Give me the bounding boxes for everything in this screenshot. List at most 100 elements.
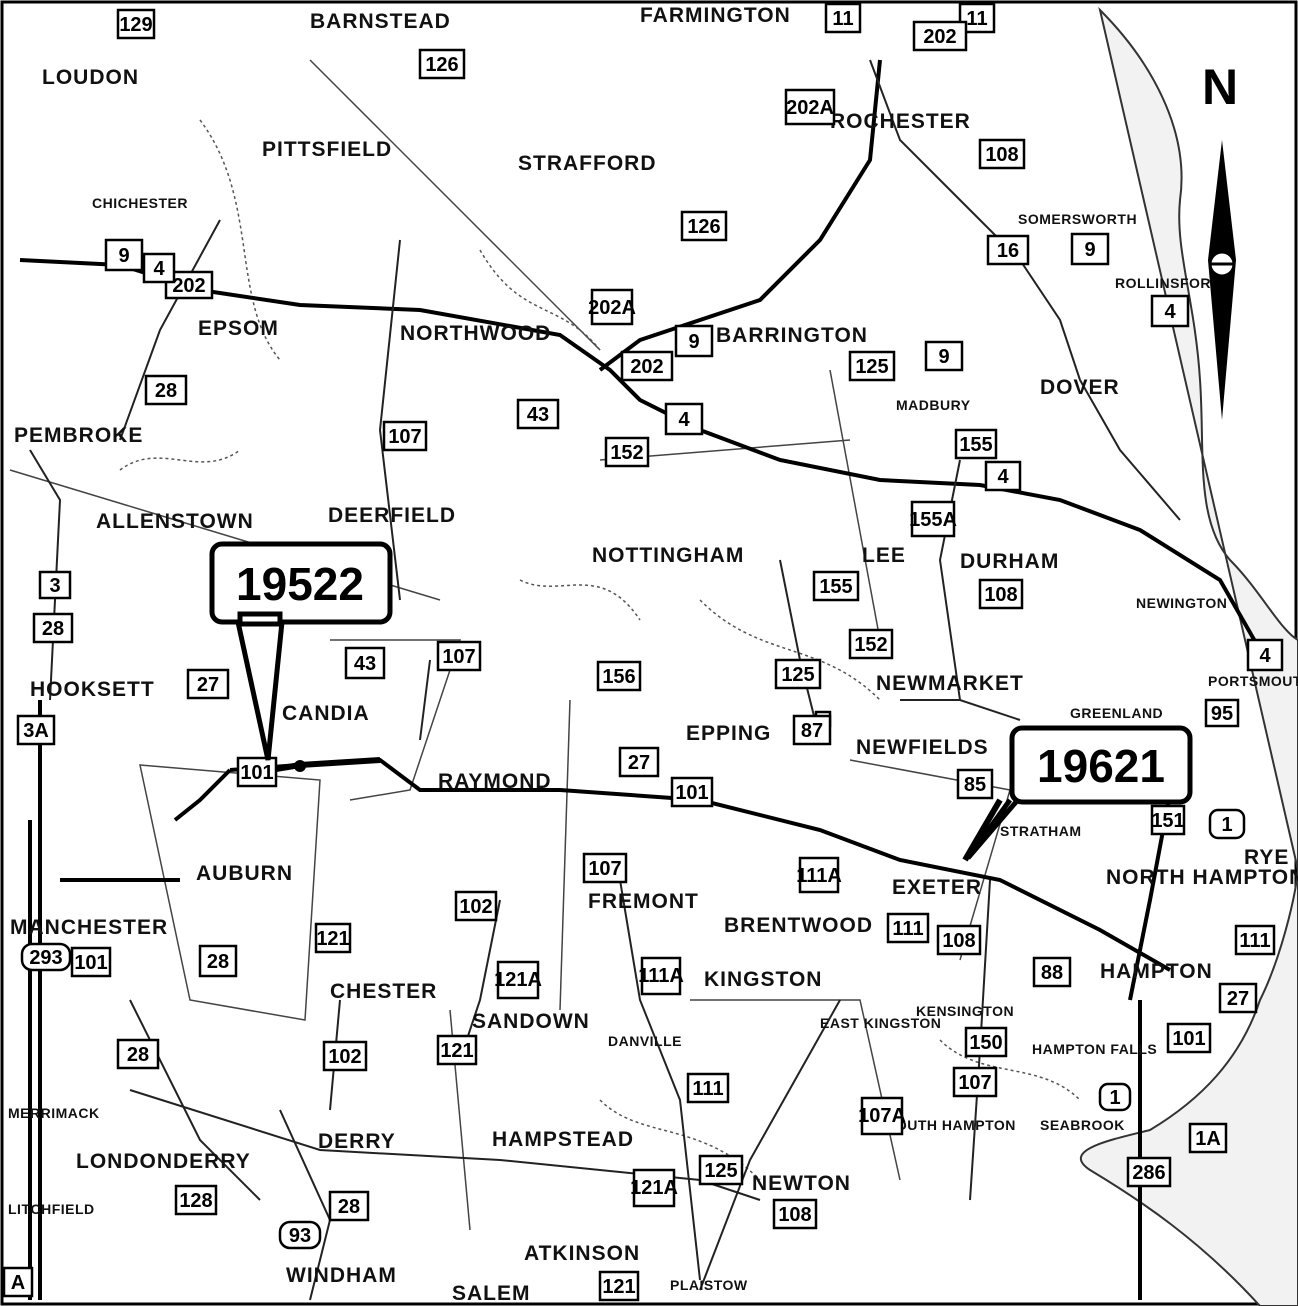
town-label: BRENTWOOD — [724, 914, 873, 937]
route-shield: 111 — [1234, 924, 1276, 956]
svg-text:111: 111 — [1239, 930, 1270, 952]
route-shield: 16 — [986, 234, 1030, 266]
svg-text:202A: 202A — [786, 97, 834, 119]
route-shield: 28 — [144, 374, 188, 406]
town-label: KENSINGTON — [916, 1003, 1014, 1019]
route-shield: 111 — [686, 1072, 730, 1104]
route-shield: 101 — [236, 756, 278, 788]
route-shield: 108 — [772, 1198, 818, 1230]
route-shield: 4 — [1246, 638, 1284, 672]
town-label: FARMINGTON — [640, 4, 791, 27]
route-shield: 107 — [582, 852, 628, 884]
route-shield: 155A — [909, 500, 957, 538]
town-label: HAMPSTEAD — [492, 1128, 634, 1151]
svg-text:19522: 19522 — [236, 558, 364, 610]
route-shield: 293 — [20, 942, 72, 972]
svg-text:101: 101 — [675, 782, 708, 804]
town-label: ROCHESTER — [830, 110, 971, 133]
town-label: SOUTH HAMPTON — [886, 1117, 1016, 1133]
route-shield: 43 — [516, 398, 560, 430]
svg-text:102: 102 — [459, 896, 492, 918]
svg-text:202A: 202A — [588, 297, 636, 319]
route-shield: 107A — [858, 1096, 906, 1136]
town-label: NEWFIELDS — [856, 736, 989, 759]
route-shield: 107 — [952, 1066, 998, 1098]
route-shield: 95 — [1204, 698, 1240, 728]
town-label: ALLENSTOWN — [96, 510, 254, 533]
route-shield: 155 — [812, 570, 860, 602]
route-shield: 121A — [494, 960, 542, 1000]
route-shield: 111A — [638, 956, 684, 996]
svg-text:202: 202 — [630, 356, 663, 378]
route-shield: 121A — [630, 1168, 678, 1208]
svg-text:108: 108 — [942, 930, 975, 952]
svg-text:293: 293 — [29, 947, 62, 969]
route-shield: 101 — [70, 946, 112, 978]
route-shield: 111 — [886, 912, 930, 944]
town-label: EXETER — [892, 876, 982, 899]
route-shield: 202 — [620, 350, 674, 382]
route-shield: 102 — [454, 890, 498, 922]
project-callout-19522: 19522 — [209, 541, 393, 772]
svg-text:152: 152 — [610, 442, 643, 464]
town-label: SALEM — [452, 1282, 531, 1305]
svg-text:125: 125 — [855, 356, 888, 378]
svg-text:111: 111 — [692, 1078, 723, 1100]
project-callout-19621: 19621 — [965, 725, 1193, 860]
svg-text:9: 9 — [1084, 239, 1095, 261]
svg-text:101: 101 — [74, 952, 107, 974]
town-label: WINDHAM — [286, 1264, 397, 1287]
route-shield: 202A — [588, 288, 636, 326]
route-shield: 102 — [322, 1040, 368, 1072]
route-shield: 1 — [1098, 1082, 1132, 1112]
town-label: NOTTINGHAM — [592, 544, 744, 567]
town-label: SOMERSWORTH — [1018, 211, 1137, 227]
route-shield: 1 — [1208, 808, 1246, 840]
route-shield: 202A — [784, 88, 836, 126]
town-label: DANVILLE — [608, 1033, 682, 1049]
route-shield: 101 — [670, 776, 714, 808]
town-label: PORTSMOUTH — [1208, 673, 1298, 689]
town-label: STRAFFORD — [518, 152, 657, 175]
route-shield: 9 — [104, 238, 144, 272]
route-shield: 43 — [344, 646, 386, 680]
town-label: MERRIMACK — [8, 1105, 100, 1121]
svg-text:155: 155 — [819, 576, 852, 598]
svg-text:4: 4 — [678, 409, 690, 431]
svg-text:4: 4 — [153, 258, 165, 280]
svg-text:16: 16 — [997, 240, 1019, 262]
svg-text:156: 156 — [602, 666, 635, 688]
svg-text:3A: 3A — [23, 720, 49, 742]
svg-text:121A: 121A — [630, 1177, 678, 1199]
town-label: LITCHFIELD — [8, 1201, 95, 1217]
svg-text:107: 107 — [442, 646, 475, 668]
svg-text:107: 107 — [588, 858, 621, 880]
svg-text:121A: 121A — [494, 969, 542, 991]
town-labels: LOUDON BARNSTEAD FARMINGTON PITTSFIELD S… — [8, 4, 1298, 1305]
route-shield: 101 — [1166, 1022, 1212, 1054]
town-label: BARNSTEAD — [310, 10, 451, 33]
svg-text:125: 125 — [704, 1160, 737, 1182]
svg-text:4: 4 — [997, 466, 1009, 488]
town-label: NEWINGTON — [1136, 595, 1227, 611]
route-shield: 28 — [116, 1038, 160, 1070]
route-shield: 152 — [604, 436, 650, 468]
route-shield: 4 — [984, 460, 1022, 492]
route-shield: 128 — [174, 1184, 218, 1216]
town-label: DOVER — [1040, 376, 1120, 399]
town-label: LOUDON — [42, 66, 139, 89]
route-shield: 87 — [792, 714, 832, 746]
svg-text:111A: 111A — [796, 865, 842, 887]
svg-text:1: 1 — [1109, 1087, 1120, 1109]
svg-text:4: 4 — [1164, 301, 1176, 323]
svg-text:101: 101 — [240, 762, 273, 784]
town-label: MANCHESTER — [10, 916, 168, 939]
town-label: KINGSTON — [704, 968, 822, 991]
svg-text:27: 27 — [628, 752, 650, 774]
town-label: ATKINSON — [524, 1242, 640, 1265]
town-label: CHESTER — [330, 980, 437, 1003]
svg-text:N: N — [1202, 59, 1238, 115]
route-shield: 85 — [956, 768, 994, 800]
town-label: HOOKSETT — [30, 678, 155, 701]
svg-text:43: 43 — [527, 404, 549, 426]
